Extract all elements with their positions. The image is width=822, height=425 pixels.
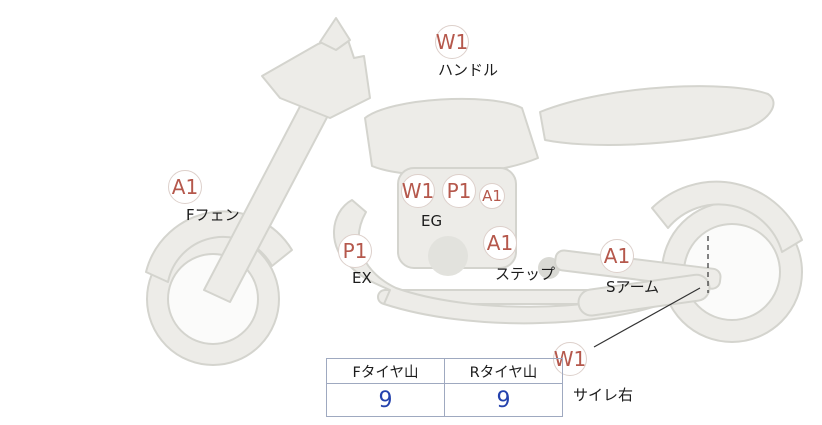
label-front-fender: Fフェン	[186, 206, 240, 224]
label-handlebar: ハンドル	[438, 61, 499, 79]
marker-front-fender-code: A1	[171, 175, 199, 199]
marker-engine-a-code: A1	[482, 186, 502, 205]
label-swing-arm: Sアーム	[606, 278, 660, 296]
front-tire-value: 9	[326, 383, 445, 417]
rear-tire-header: Rタイヤ山	[444, 358, 563, 384]
marker-exhaust-code: P1	[342, 239, 368, 263]
rear-tire-value: 9	[444, 383, 563, 417]
tire-tread-table: Fタイヤ山 Rタイヤ山 9 9	[326, 358, 563, 417]
marker-handlebar: W1	[435, 25, 469, 59]
marker-engine-p-code: P1	[446, 179, 472, 203]
marker-step-code: A1	[486, 231, 514, 255]
marker-engine-p: P1	[442, 174, 476, 208]
marker-exhaust: P1	[338, 234, 372, 268]
label-step: ステップ	[495, 265, 556, 283]
label-exhaust: EX	[352, 269, 372, 287]
marker-handlebar-code: W1	[435, 30, 469, 54]
marker-step: A1	[483, 226, 517, 260]
label-silencer-right: サイレ右	[573, 386, 634, 404]
marker-engine-w-code: W1	[401, 179, 435, 203]
marker-engine-w: W1	[401, 174, 435, 208]
front-tire-header: Fタイヤ山	[326, 358, 445, 384]
label-engine: EG	[421, 212, 443, 230]
marker-swing-arm: A1	[600, 239, 634, 273]
marker-swing-arm-code: A1	[603, 244, 631, 268]
silencer-pointer-line	[593, 287, 701, 348]
marker-front-fender: A1	[168, 170, 202, 204]
marker-engine-a: A1	[479, 183, 505, 209]
